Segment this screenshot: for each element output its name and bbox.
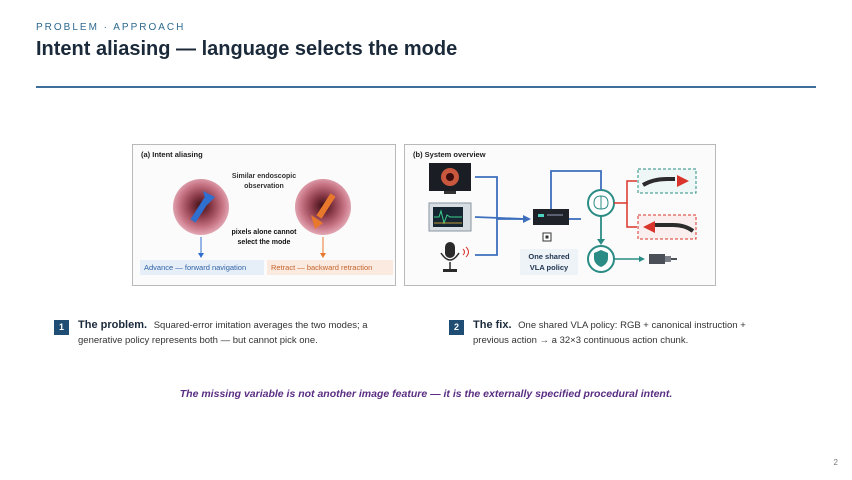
endoscope-monitor-icon [429,163,471,194]
step-text: Squared-error imitation averages the two… [78,320,368,346]
shield-icon [587,245,615,273]
step-heading: The fix. [473,319,512,331]
panel-system-overview: (b) System overview [404,144,716,286]
step-problem: 1 The problem. Squared-error imitation a… [54,318,384,348]
flow-line-vision [475,176,525,220]
vital-signs-monitor-icon [428,202,472,232]
retract-arrow-icon [311,193,336,229]
advance-label: Advance — forward navigation [140,260,264,275]
retract-output-icon [637,214,697,240]
title-divider [36,86,816,88]
observation-line2: observation [244,183,284,190]
system-overview-diagram [428,163,697,273]
slide-kicker: PROBLEM · APPROACH [36,22,186,33]
intent-aliasing-diagram [173,179,351,258]
page-number: 2 [833,458,838,467]
observation-line1: Similar endoscopic [231,173,297,180]
panel-b-title: (b) System overview [413,150,486,159]
microphone-icon [440,242,469,272]
pixels-line1: pixels alone cannot [231,229,297,236]
policy-computer-icon [533,209,569,242]
step-number-badge: 1 [54,320,69,335]
step-text: One shared VLA policy: RGB + canonical i… [473,320,746,346]
flow-line-vitals [474,216,526,220]
key-insight-callout: The missing variable is not another imag… [179,388,673,400]
advance-output-icon [637,168,697,194]
panel-a-title: (a) Intent aliasing [141,150,203,159]
step-heading: The problem. [78,319,148,331]
brain-icon [587,189,615,217]
advance-arrow-icon [190,191,215,223]
step-number-badge: 2 [449,320,464,335]
policy-label-line1: One shared [528,252,570,261]
robot-actuator-icon [649,254,677,264]
policy-label-line2: VLA policy [529,263,569,272]
panel-intent-aliasing: (a) Intent aliasing [132,144,396,286]
flow-line-audio [475,219,498,256]
pixels-line2: select the mode [237,239,291,246]
retract-label: Retract — backward retraction [267,260,393,275]
slide-title: Intent aliasing — language selects the m… [36,38,458,60]
figure: (a) Intent aliasing [132,144,716,286]
step-fix: 2 The fix. One shared VLA policy: RGB + … [449,318,779,348]
